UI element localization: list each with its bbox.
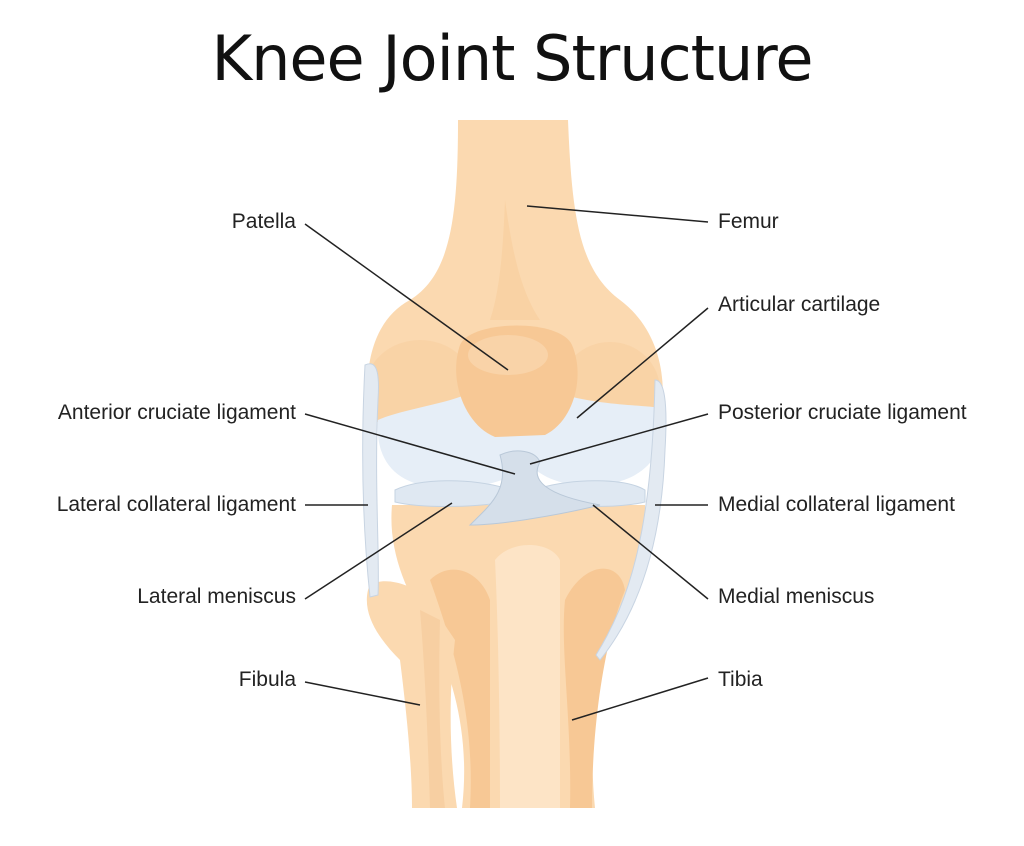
tibia-shade-2	[563, 568, 625, 808]
leader-femur	[526, 205, 709, 223]
label-lateral-meniscus: Lateral meniscus	[137, 585, 296, 608]
label-articular-cartilage: Articular cartilage	[718, 293, 881, 316]
tibia-shade	[430, 569, 490, 808]
patella-highlight	[468, 335, 548, 375]
leader-lateral-meniscus	[304, 502, 453, 600]
leader-medial-meniscus	[592, 504, 709, 600]
lateral-collateral-ligament	[362, 363, 379, 598]
label-mcl: Medial collateral ligament	[718, 493, 955, 516]
leader-pcl	[529, 413, 709, 465]
fibula-shade	[420, 610, 445, 808]
leader-patella	[304, 223, 509, 371]
leader-fibula	[304, 681, 421, 706]
label-lcl: Lateral collateral ligament	[56, 493, 296, 516]
leader-acl	[304, 413, 516, 475]
label-patella: Patella	[231, 210, 296, 233]
leader-tibia	[571, 677, 709, 721]
label-pcl: Posterior cruciate ligament	[718, 401, 967, 424]
label-medial-meniscus: Medial meniscus	[718, 585, 875, 608]
leader-articular-cartilage	[576, 307, 709, 419]
articular-cartilage	[377, 395, 664, 489]
lateral-meniscus	[394, 480, 506, 507]
tibia-highlight	[495, 545, 560, 808]
medial-collateral-ligament	[595, 379, 667, 661]
label-tibia: Tibia	[718, 668, 763, 691]
femur-shade	[490, 200, 540, 320]
label-acl: Anterior cruciate ligament	[57, 401, 296, 424]
cruciate-ligaments	[468, 450, 601, 526]
label-fibula: Fibula	[238, 668, 296, 691]
label-femur: Femur	[718, 210, 779, 233]
diagram-title: Knee Joint Structure	[211, 22, 813, 95]
